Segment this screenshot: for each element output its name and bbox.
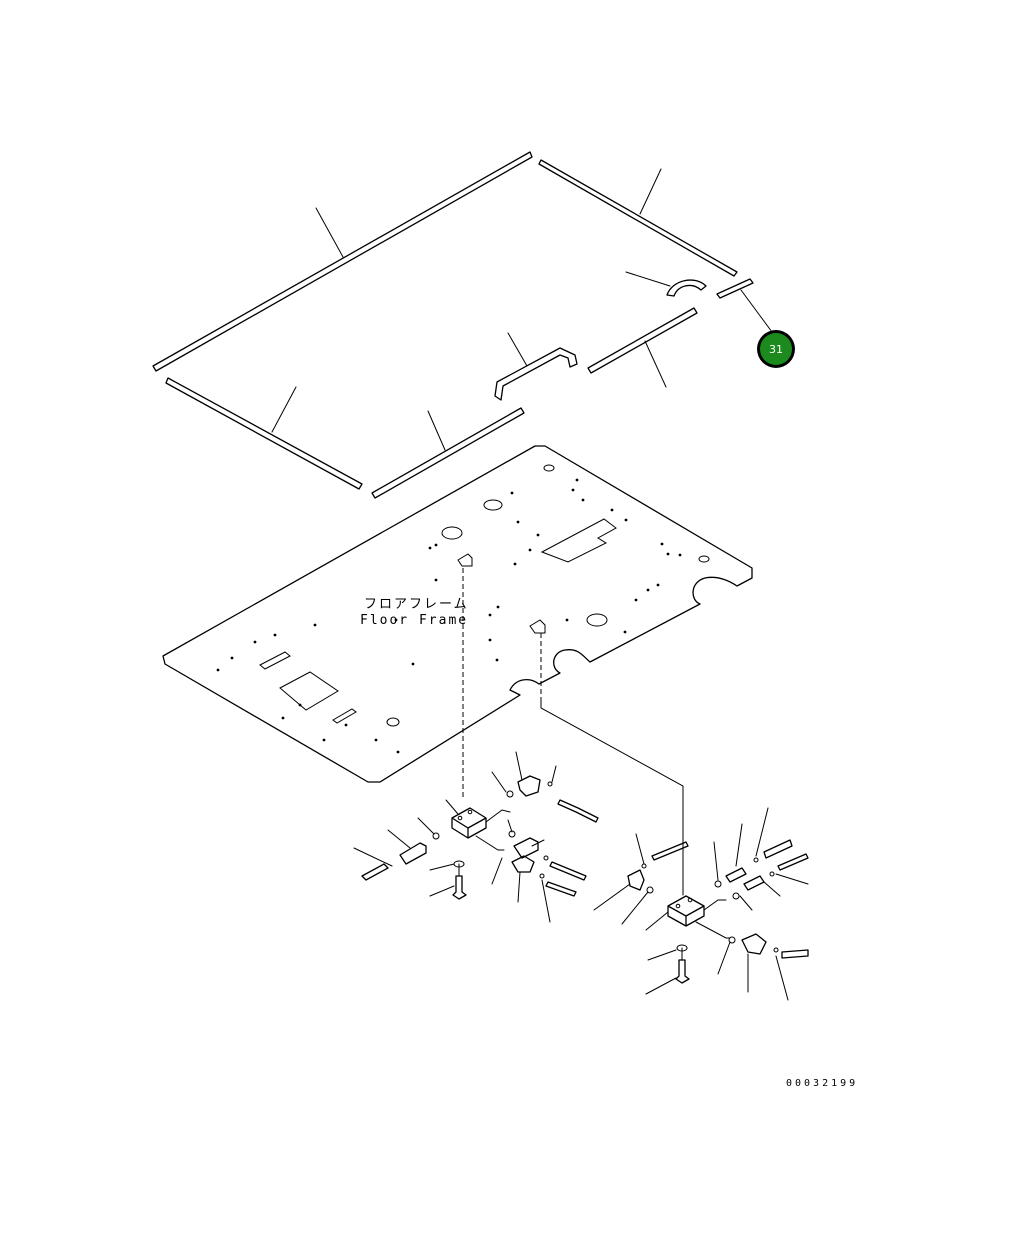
leader-line <box>315 207 344 258</box>
seal-curved-piece[interactable] <box>666 279 707 297</box>
leader-line <box>507 332 528 367</box>
adapter-fitting[interactable] <box>725 867 747 883</box>
frame-hole <box>483 499 503 511</box>
leader-line <box>639 168 662 215</box>
tee-fitting[interactable] <box>513 837 539 859</box>
fitting-assembly-left <box>353 751 599 923</box>
seal-strip-lower-middle[interactable] <box>371 407 525 499</box>
floor-frame-plate <box>162 445 753 783</box>
hose-end-fitting[interactable] <box>777 853 809 871</box>
callout-badge-31[interactable]: 31 <box>757 330 795 368</box>
o-ring[interactable] <box>753 857 759 863</box>
floor-frame-label-en: Floor Frame <box>360 613 468 628</box>
elbow-fitting[interactable] <box>741 933 767 955</box>
seal-strip-top-left[interactable] <box>152 151 533 372</box>
frame-hole <box>441 526 463 540</box>
bolt[interactable] <box>675 959 690 984</box>
o-ring[interactable] <box>641 863 647 869</box>
seal-short-piece[interactable] <box>716 278 754 299</box>
frame-hole <box>386 717 400 727</box>
manifold-block[interactable] <box>451 807 487 839</box>
frame-hole <box>698 555 710 563</box>
frame-slot <box>332 708 357 724</box>
hose-routing-line <box>540 699 684 896</box>
leader-line <box>271 386 297 433</box>
bolt[interactable] <box>452 875 467 900</box>
o-ring[interactable] <box>714 880 722 888</box>
o-ring[interactable] <box>773 947 779 953</box>
o-ring[interactable] <box>539 873 545 879</box>
elbow-fitting[interactable] <box>627 869 645 891</box>
o-ring[interactable] <box>646 886 654 894</box>
o-ring[interactable] <box>732 892 740 900</box>
elbow-fitting[interactable] <box>511 855 535 873</box>
callout-number: 31 <box>769 343 783 356</box>
o-ring[interactable] <box>543 855 549 861</box>
straight-fitting[interactable] <box>549 861 587 881</box>
seal-strip-middle-right[interactable] <box>587 307 698 374</box>
frame-bracket <box>529 619 546 634</box>
manifold-block[interactable] <box>667 895 705 927</box>
o-ring[interactable] <box>769 871 775 877</box>
straight-fitting[interactable] <box>557 799 599 823</box>
frame-slot <box>259 651 291 670</box>
o-ring[interactable] <box>432 832 440 840</box>
seal-strip-lower-left[interactable] <box>165 377 363 490</box>
adapter-fitting[interactable] <box>399 842 427 865</box>
floor-frame-label: フロアフレーム Floor Frame <box>360 597 469 628</box>
o-ring[interactable] <box>728 936 736 944</box>
o-ring[interactable] <box>506 790 514 798</box>
frame-hole <box>586 613 608 627</box>
frame-cutout <box>540 518 617 563</box>
seal-strip-bent[interactable] <box>494 347 578 401</box>
drawing-number: 00032199 <box>786 1078 858 1089</box>
elbow-fitting[interactable] <box>517 775 541 797</box>
leader-line <box>427 410 446 451</box>
frame-hole <box>543 464 555 472</box>
seal-strips <box>152 151 773 499</box>
callout-fill <box>760 333 792 365</box>
hose-end-fitting[interactable] <box>781 949 809 959</box>
callout-leader-line <box>740 289 773 333</box>
leader-line <box>625 271 671 287</box>
o-ring[interactable] <box>547 781 553 787</box>
hose-end-fitting[interactable] <box>763 839 793 859</box>
straight-fitting[interactable] <box>651 841 689 861</box>
seal-strip-top-right[interactable] <box>538 159 738 277</box>
fitting-assembly-right <box>593 807 809 1001</box>
frame-bracket <box>457 553 473 567</box>
frame-cutout <box>279 671 339 711</box>
hose-end-fitting[interactable] <box>361 863 389 881</box>
straight-fitting[interactable] <box>545 881 577 897</box>
floor-frame-label-jp: フロアフレーム <box>364 597 469 612</box>
tee-fitting[interactable] <box>743 875 765 891</box>
frame-bolt-holes <box>216 478 682 754</box>
leader-line <box>644 340 667 388</box>
